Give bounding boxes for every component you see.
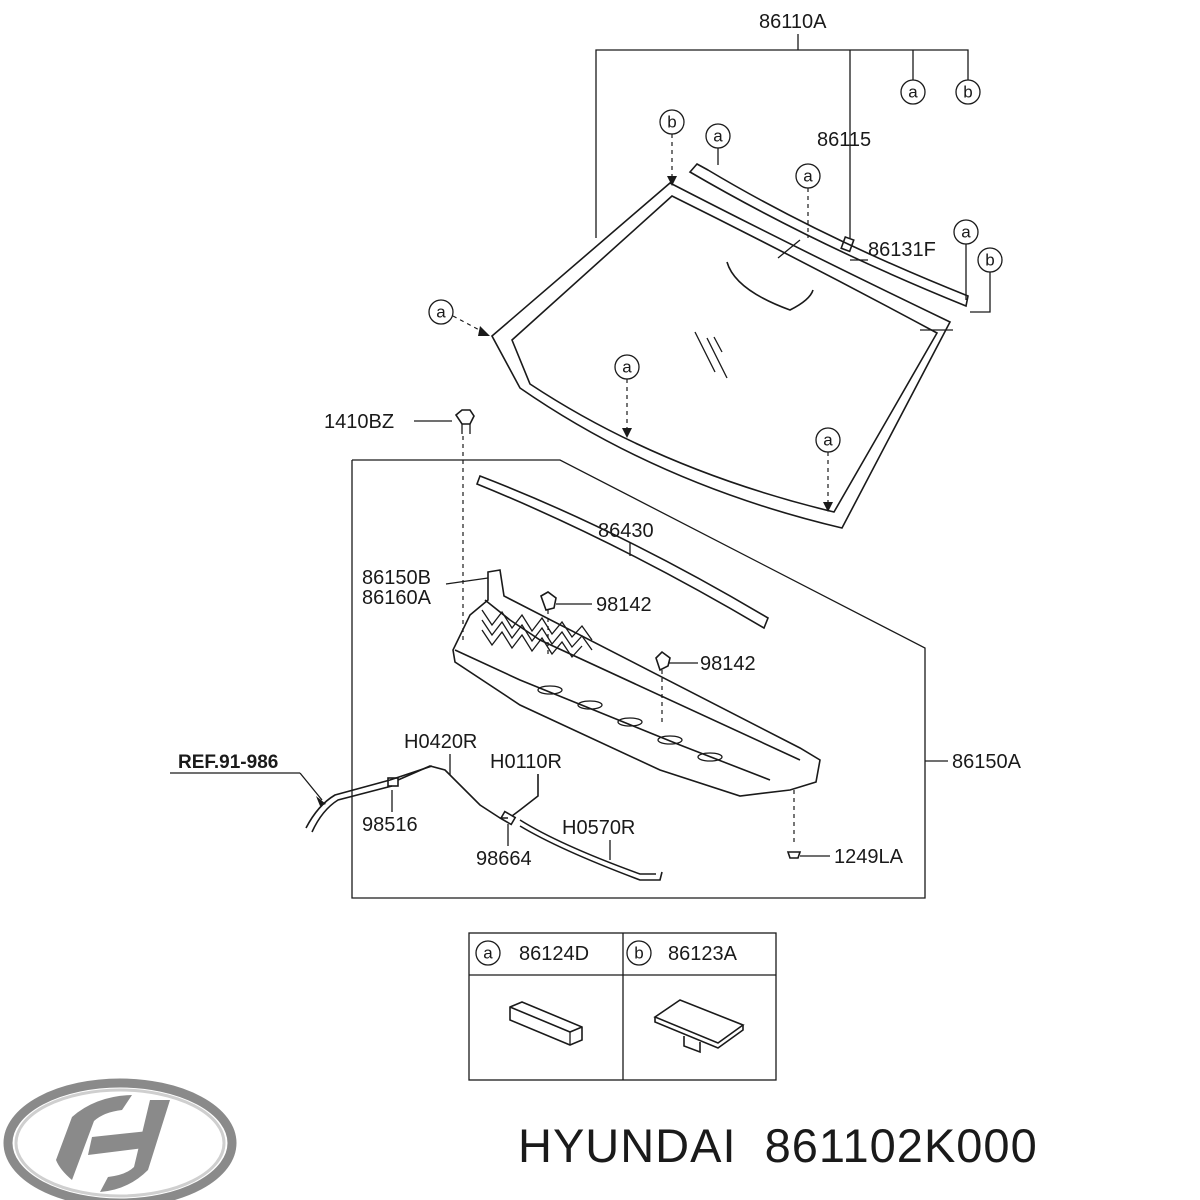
legend-a-header: a 86124D [475,940,589,966]
svg-text:a: a [436,303,446,322]
callout-a-left: a [428,299,490,336]
brand-name: HYUNDAI [518,1119,737,1172]
nozzle-98142-lower: 98142 [655,650,756,722]
label-98142-upper[interactable]: 98142 [596,594,652,616]
label-H0110R[interactable]: H0110R [490,751,562,773]
label-86150A[interactable]: 86150A [952,751,1022,773]
label-H0420R[interactable]: H0420R [404,731,477,753]
part-86123A-illustration [653,999,745,1054]
svg-text:b: b [667,113,676,132]
callout-a-center: a [777,163,821,259]
svg-text:a: a [961,223,971,242]
callout-a-moulding: a [705,123,731,165]
svg-text:a: a [823,431,833,450]
cowl-slots [537,685,723,762]
footer-title: HYUNDAI 861102K000 [518,1118,1038,1173]
legend-b-part[interactable]: 86123A [668,943,738,965]
label-86430[interactable]: 86430 [598,520,654,542]
label-86150B[interactable]: 86150B [362,567,431,589]
svg-text:a: a [908,83,918,102]
svg-text:a: a [713,127,723,146]
svg-text:b: b [634,944,643,963]
cowl-cover: 86150B 86160A [362,567,821,797]
svg-text:b: b [985,251,994,270]
label-86115[interactable]: 86115 [817,129,871,151]
moulding-strip [688,162,969,308]
cowl-grille [481,609,593,659]
callout-a-bottom: a [815,427,841,512]
label-ref-91-986[interactable]: REF.91-986 [178,752,278,773]
label-98142-lower[interactable]: 98142 [700,653,756,675]
washer-hoses: REF.91-986 H0420R 98516 H0110R 98664 H05… [170,731,663,881]
screw-1249LA: 1249LA [786,790,904,868]
label-1410BZ[interactable]: 1410BZ [324,411,394,433]
label-86110A[interactable]: 86110A [759,11,827,33]
label-H0570R[interactable]: H0570R [562,817,635,839]
callout-a-top: a [900,79,926,105]
svg-text:b: b [963,83,972,102]
cowl-frame: 86150A [351,459,1022,899]
svg-text:a: a [622,358,632,377]
hyundai-logo [3,1078,237,1200]
legend-table: a 86124D b 86123A [468,932,777,1081]
label-86131F-group: 86131F [850,239,936,261]
label-86131F[interactable]: 86131F [868,239,936,261]
callout-b-right: b [970,247,1003,313]
label-98664[interactable]: 98664 [476,848,532,870]
bracket-86110A: 86110A [595,11,969,238]
windshield-glass [490,182,953,529]
svg-text:a: a [803,167,813,186]
label-1249LA[interactable]: 1249LA [834,846,904,868]
callout-b-left: b [659,109,685,186]
clip-86115 [840,235,855,253]
callout-b-top: b [955,79,981,105]
part-86124D-illustration [509,1001,583,1046]
legend-a-part[interactable]: 86124D [519,943,589,965]
svg-text:a: a [483,944,493,963]
nozzle-98142-upper: 98142 [540,591,652,655]
seal-86430: 86430 [475,474,769,630]
fastener-1410BZ: 1410BZ [324,409,475,640]
label-86115-group: 86115 [817,129,871,151]
label-98516[interactable]: 98516 [362,814,418,836]
label-86160A[interactable]: 86160A [362,587,432,609]
part-number: 861102K000 [764,1119,1038,1172]
callout-a-mid: a [614,354,640,438]
legend-b-header: b 86123A [626,940,738,966]
callout-a-right: a [953,219,979,300]
